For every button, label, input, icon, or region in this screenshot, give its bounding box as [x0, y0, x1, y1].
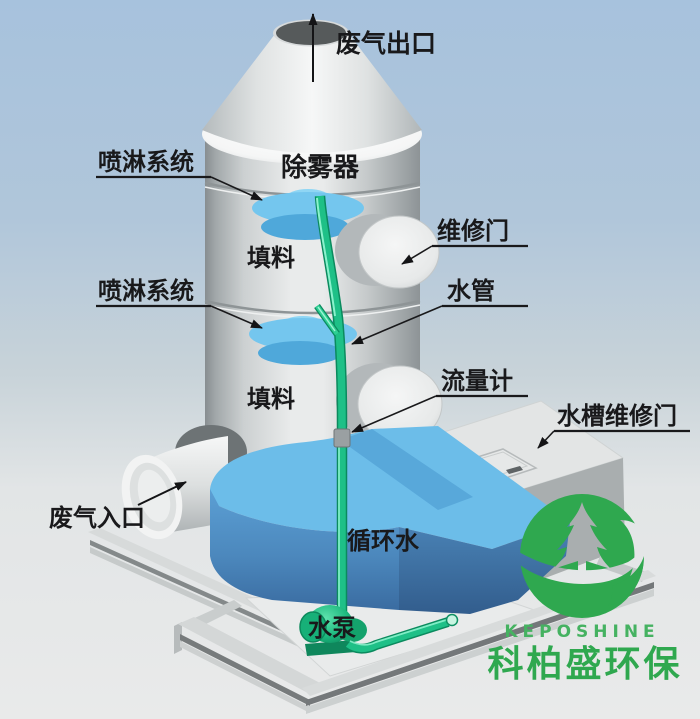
- label-flow-meter: 流量计: [441, 367, 513, 395]
- tank-hatch-handle: [506, 466, 523, 474]
- water-front: [210, 489, 399, 610]
- maintenance-port-upper: [335, 214, 440, 289]
- label-water-pipe: 水管: [447, 277, 495, 305]
- circulation-pipe-horizontal: [345, 613, 459, 654]
- label-packing-upper: 填料: [247, 244, 295, 272]
- inlet-duct: [121, 436, 228, 540]
- label-maintenance-door: 维修门: [437, 217, 509, 245]
- logo-leaf-tail: [608, 556, 644, 606]
- spray-nozzle-lower: [249, 316, 357, 365]
- tower-exhaust-opening: [276, 21, 346, 45]
- label-spray-system-lower: 喷淋系统: [98, 277, 194, 305]
- logo-mark: [520, 494, 644, 618]
- maintenance-port-lower: [336, 363, 443, 443]
- flow-meter-device: [333, 428, 351, 448]
- label-water-pump: 水泵: [308, 614, 356, 642]
- label-gas-inlet: 废气入口: [49, 504, 145, 532]
- water: [210, 426, 570, 614]
- water-step-face: [340, 429, 473, 510]
- tower-cone: [202, 19, 422, 164]
- pump-body: [299, 605, 367, 656]
- label-circulating-water: 循环水: [347, 527, 420, 555]
- inlet-flow-arrow: [137, 481, 187, 506]
- label-demister: 除雾器: [281, 152, 360, 183]
- logo-text-en: KEPOSHINE: [504, 622, 659, 642]
- label-spray-system-upper: 喷淋系统: [98, 148, 194, 176]
- annotation-lines: [96, 175, 690, 449]
- label-tank-maintenance-door: 水槽维修门: [557, 402, 677, 430]
- circulation-pipe-vertical: [314, 195, 348, 616]
- water-surface: [210, 426, 570, 549]
- label-packing-lower: 填料: [247, 385, 295, 413]
- label-gas-outlet: 废气出口: [336, 29, 436, 58]
- tower-seam-lower: [204, 299, 421, 315]
- logo-text-cn: 科柏盛环保: [487, 644, 682, 685]
